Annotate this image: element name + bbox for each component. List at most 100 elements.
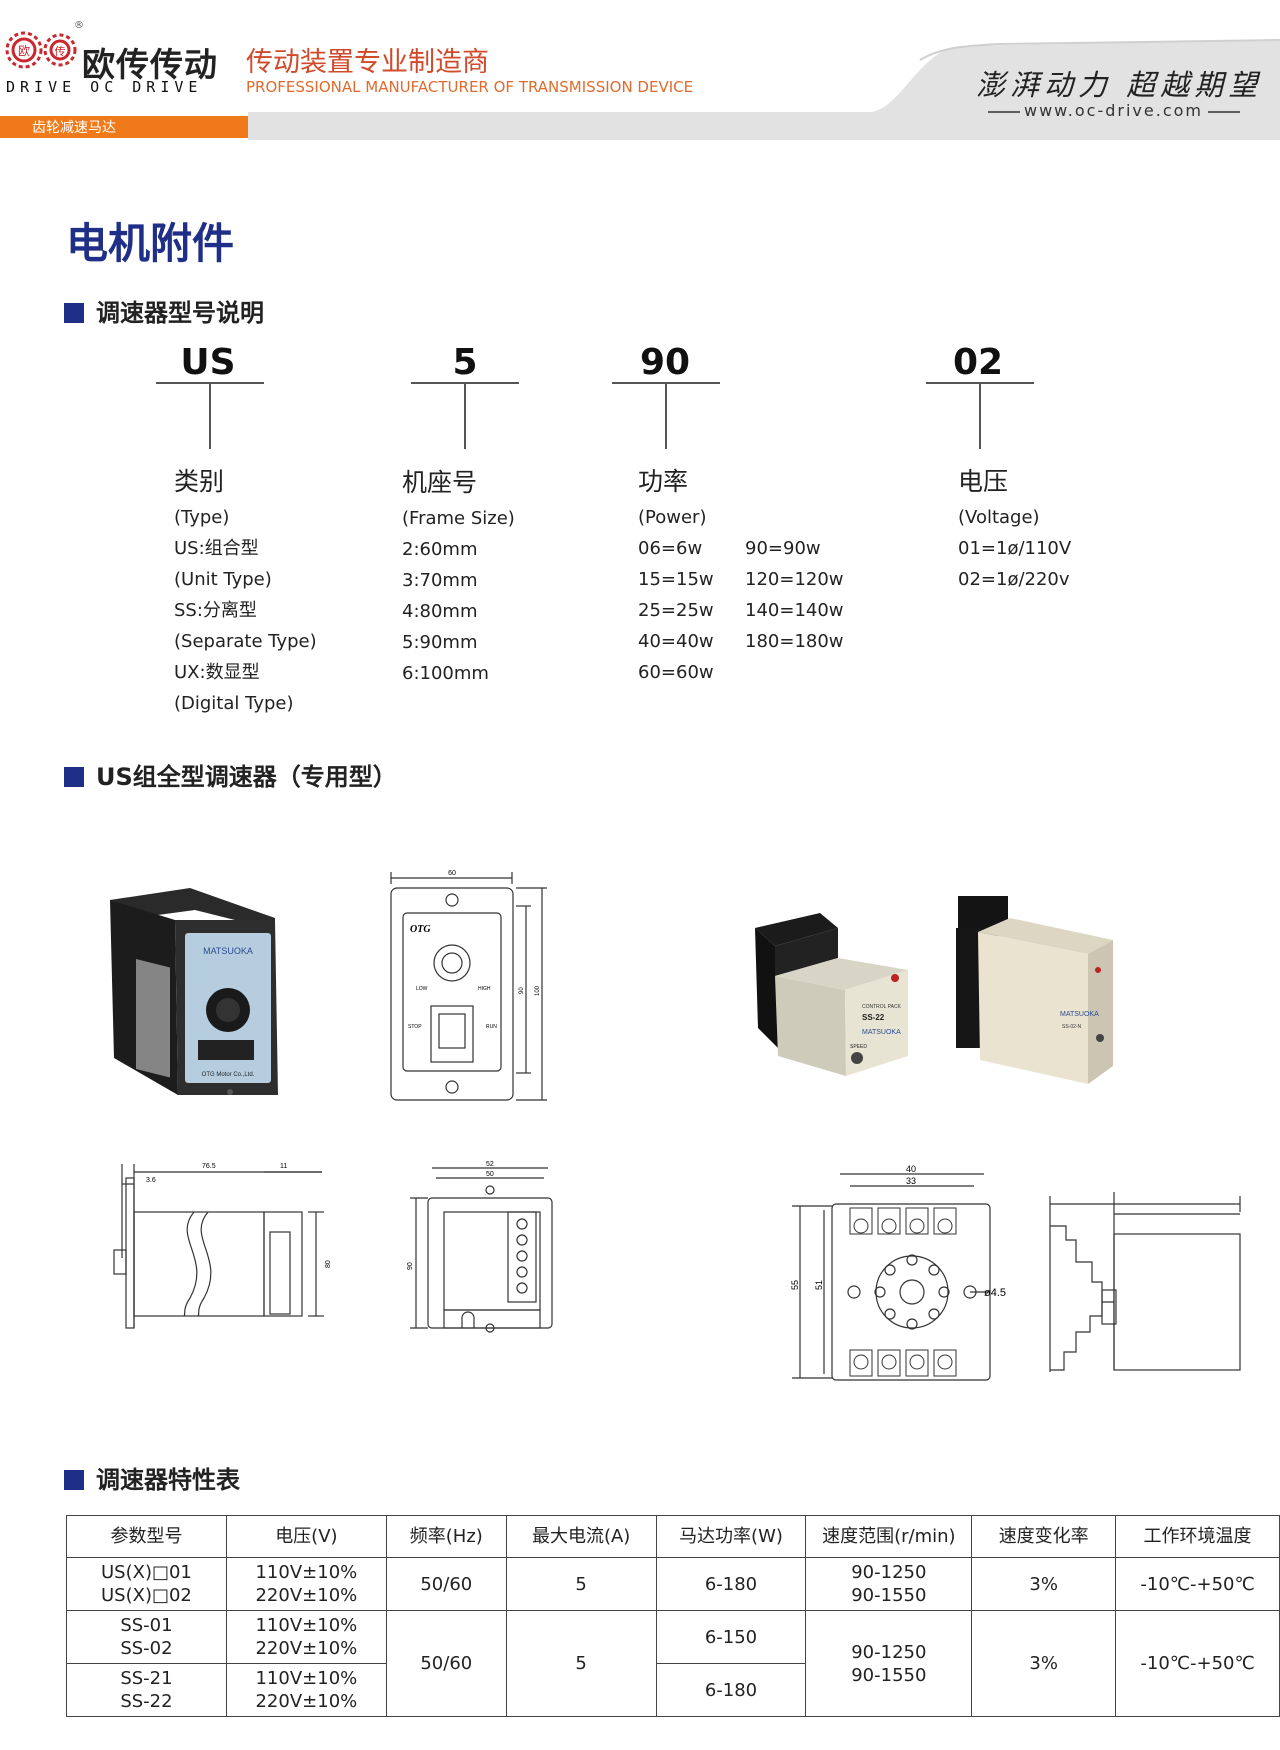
dim-front-h2: 100	[535, 985, 541, 996]
code-connector	[979, 383, 981, 449]
cell-temp: -10℃-+50℃	[1115, 1610, 1280, 1717]
cell-line: 220V±10%	[255, 1691, 358, 1712]
type-line: (Digital Type)	[174, 693, 294, 714]
cell-line: US(X)□02	[101, 1585, 192, 1606]
power-column: 功率 (Power) 06=6w 15=15w 25=25w 40=40w 60…	[638, 462, 714, 688]
dim-socket-w2: 33	[906, 1176, 916, 1186]
table-header: 速度变化率	[971, 1515, 1117, 1558]
us-photo-maker: OTG Motor Co.,Ltd.	[202, 1072, 255, 1078]
power-line: 120=120w	[745, 569, 844, 590]
frame-line: 5:90mm	[402, 632, 478, 653]
socket-drawing: 40 33 55 51 ø4.5	[790, 1164, 1006, 1381]
dim-socket-w1: 40	[906, 1164, 916, 1174]
type-line: UX:数显型	[174, 662, 260, 683]
code-connector	[209, 383, 211, 449]
website-rule	[988, 111, 1240, 113]
voltage-line: 01=1ø/110V	[958, 538, 1072, 559]
logo-char-1: 欧	[18, 44, 30, 58]
voltage-line: (Voltage)	[958, 507, 1040, 528]
cell-power: 6-150	[655, 1610, 807, 1664]
code-power: 90	[639, 342, 691, 383]
power-line: 40=40w	[638, 631, 714, 652]
dim-back-h: 90	[407, 1262, 414, 1270]
front-brand: OTG	[410, 924, 431, 935]
table-header: 速度范围(r/min)	[805, 1515, 973, 1558]
type-line: (Separate Type)	[174, 631, 317, 652]
cell-line: SS-01	[120, 1615, 173, 1636]
header-title-cn: 传动装置专业制造商	[246, 47, 489, 78]
code-frame: 5	[452, 342, 478, 383]
ss22-photo-speed: SPEED	[850, 1044, 867, 1050]
dim-back-w1: 52	[486, 1161, 494, 1168]
front-high: HIGH	[478, 986, 491, 992]
table-header: 最大电流(A)	[505, 1515, 657, 1558]
dim-side-len: 76.5	[202, 1163, 216, 1170]
power-line: 25=25w	[638, 600, 714, 621]
category-bar: 齿轮减速马达	[0, 116, 248, 138]
cell-line: 220V±10%	[255, 1585, 358, 1606]
power-title: 功率	[638, 467, 689, 496]
code-connector	[665, 383, 667, 449]
power-line: 180=180w	[745, 631, 844, 652]
cell-voltage: 110V±10%220V±10%	[225, 1557, 387, 1611]
dim-socket-hole: ø4.5	[984, 1287, 1006, 1299]
slogan: 澎湃动力 超越期望	[976, 68, 1263, 102]
cell-rate: 3%	[971, 1557, 1117, 1611]
cell-line: 110V±10%	[255, 1615, 358, 1636]
cell-voltage: 110V±10%220V±10%	[225, 1610, 387, 1664]
cell-freq: 50/60	[385, 1610, 507, 1717]
us-front-drawing: 60 OTG LOW HIGH STOP RUN 90 100	[390, 870, 547, 1101]
power-line: 90=90w	[745, 538, 821, 559]
cell-rate: 3%	[971, 1610, 1117, 1717]
section-bullet	[64, 767, 84, 787]
table-header: 电压(V)	[225, 1515, 387, 1558]
frame-title: 机座号	[402, 468, 478, 497]
socket-side-drawing	[1049, 1192, 1241, 1372]
ss22-photo-label: SS-22	[862, 1013, 885, 1022]
cell-line: SS-21	[120, 1668, 173, 1689]
frame-column: 机座号 (Frame Size) 2:60mm 3:70mm 4:80mm 5:…	[402, 463, 515, 689]
cell-line: 90-1250	[851, 1562, 927, 1583]
category-label: 齿轮减速马达	[32, 120, 116, 136]
cell-line: 110V±10%	[255, 1562, 358, 1583]
brand-name-cn: 欧传传动	[82, 45, 218, 84]
voltage-line: 02=1ø/220v	[958, 569, 1070, 590]
us-controller-photo: MATSUOKA OTG Motor Co.,Ltd.	[110, 888, 278, 1095]
ss22-photo: CONTROL PACK SS-22 MATSUOKA SPEED	[755, 913, 908, 1076]
section-model-title: 调速器型号说明	[64, 293, 264, 328]
cell-line: 90-1250	[851, 1641, 927, 1663]
company-logo: 欧 传	[5, 31, 77, 69]
code-type: US	[180, 342, 236, 383]
table-header: 工作环境温度	[1115, 1515, 1280, 1558]
spec-table: 参数型号 电压(V) 频率(Hz) 最大电流(A) 马达功率(W) 速度范围(r…	[66, 1515, 1280, 1717]
dim-side-t: 11	[280, 1163, 287, 1170]
cell-temp: -10℃-+50℃	[1115, 1557, 1280, 1611]
section-spec-label: 调速器特性表	[96, 1466, 240, 1494]
table-header: 频率(Hz)	[385, 1515, 507, 1558]
section-bullet	[64, 1470, 84, 1490]
frame-line: 3:70mm	[402, 570, 478, 591]
dim-socket-h1: 55	[790, 1280, 800, 1290]
front-run: RUN	[486, 1024, 497, 1030]
front-low: LOW	[416, 986, 428, 992]
dim-back-w2: 50	[486, 1171, 494, 1178]
cell-current: 5	[505, 1610, 657, 1717]
registered-mark: ®	[74, 20, 84, 31]
power-line: 60=60w	[638, 662, 714, 683]
ss22-photo-brand: MATSUOKA	[862, 1029, 901, 1036]
logo-char-2: 传	[55, 45, 66, 58]
website-url[interactable]: www.oc-drive.com	[1024, 101, 1203, 120]
type-title: 类别	[174, 467, 225, 496]
us-back-drawing: 52 50 90	[407, 1161, 553, 1333]
header-title-en: PROFESSIONAL MANUFACTURER OF TRANSMISSIO…	[246, 78, 694, 96]
frame-line: (Frame Size)	[402, 508, 515, 529]
section-us-title: US组全型调速器（专用型）	[64, 757, 397, 792]
dim-side-s: 3.6	[146, 1177, 156, 1184]
